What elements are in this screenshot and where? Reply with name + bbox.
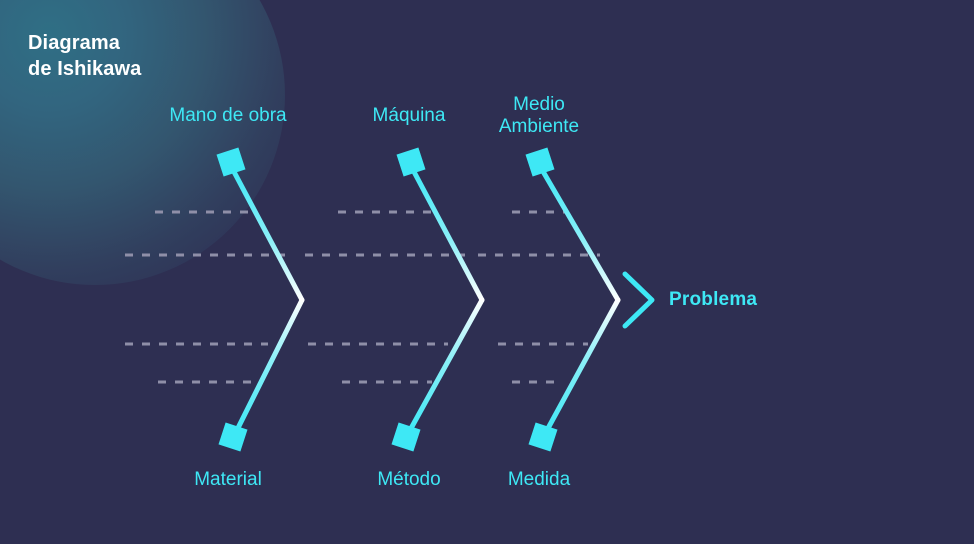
category-label-material[interactable]: Material	[194, 469, 262, 490]
bone-endpoint-top[interactable]	[396, 147, 426, 177]
spine-arrowhead-icon	[622, 271, 655, 329]
bone-endpoint-top[interactable]	[525, 147, 555, 177]
problem-effect-label[interactable]: Problema	[669, 289, 758, 310]
main-bone-bottom[interactable]	[406, 297, 485, 435]
main-bone-bottom[interactable]	[233, 297, 305, 435]
bone-endpoint-group	[216, 147, 558, 452]
bone-endpoint-top[interactable]	[216, 147, 246, 177]
sub-bone-group	[125, 210, 600, 384]
bone-endpoint-bottom[interactable]	[218, 422, 248, 452]
bone-endpoint-bottom[interactable]	[391, 422, 421, 452]
page-title: Diagrama de Ishikawa	[28, 32, 142, 80]
category-label-metodo[interactable]: Método	[377, 469, 441, 490]
main-bone-bottom[interactable]	[543, 297, 621, 435]
main-bone-group	[229, 165, 621, 435]
bone-endpoint-bottom[interactable]	[528, 422, 558, 452]
spine-group	[125, 271, 655, 329]
category-label-medio-ambiente[interactable]: Medio Ambiente	[498, 94, 580, 138]
category-label-mano-de-obra[interactable]: Mano de obra	[169, 105, 287, 126]
main-bone-top[interactable]	[229, 165, 305, 303]
category-label-maquina[interactable]: Máquina	[372, 105, 446, 126]
main-bone-top[interactable]	[409, 165, 485, 303]
main-bone-top[interactable]	[538, 165, 621, 303]
category-label-medida[interactable]: Medida	[507, 469, 571, 490]
